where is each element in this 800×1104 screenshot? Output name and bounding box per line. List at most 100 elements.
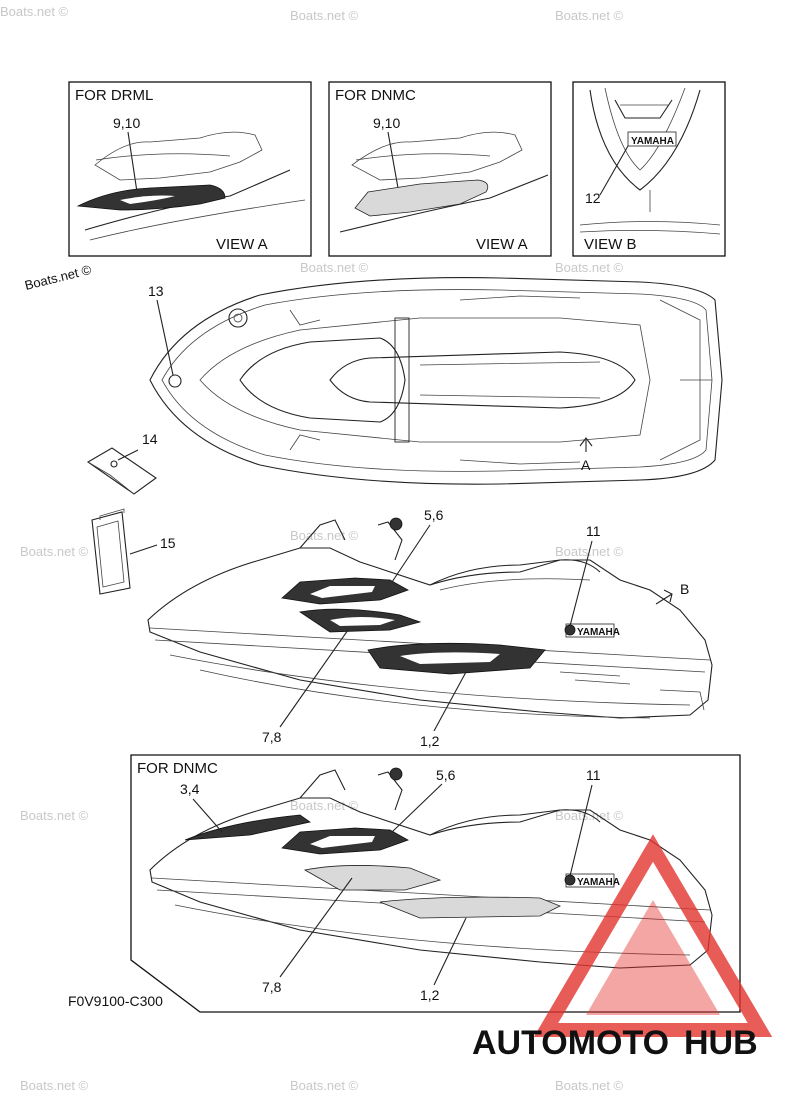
deck-detail bbox=[289, 309, 321, 451]
yamaha-badge: YAMAHA bbox=[631, 136, 674, 147]
inset-frame bbox=[68, 81, 312, 257]
yamaha-badge: YAMAHA bbox=[577, 627, 620, 638]
inset-frame bbox=[130, 754, 741, 1013]
windshield bbox=[299, 769, 346, 799]
callout-5-6: 5,6 bbox=[424, 507, 444, 523]
callout-leader bbox=[156, 299, 174, 376]
vent-lines bbox=[559, 671, 631, 685]
handlebar-area bbox=[239, 337, 406, 423]
brand-logo bbox=[533, 834, 773, 1037]
item-15-card: 15 bbox=[91, 508, 176, 595]
hull-line bbox=[174, 904, 691, 956]
decal-5-6-logo bbox=[310, 836, 375, 848]
watermark: Boats.net © bbox=[290, 1078, 359, 1093]
seat-seams bbox=[419, 361, 601, 399]
yamaha-badge: YAMAHA bbox=[577, 877, 620, 888]
view-label: VIEW A bbox=[476, 236, 528, 253]
decal-5-6-logo bbox=[310, 586, 375, 598]
decal-1-2 bbox=[379, 896, 561, 919]
callout-leader bbox=[433, 671, 467, 732]
callout-1-2: 1,2 bbox=[420, 987, 440, 1003]
seat-seam bbox=[439, 578, 591, 591]
watermark: Boats.net © bbox=[290, 798, 359, 813]
bow-eye bbox=[168, 374, 182, 388]
callout-leader bbox=[391, 524, 431, 583]
callout-leader bbox=[117, 449, 139, 461]
callout-11: 11 bbox=[586, 767, 601, 783]
hull-line bbox=[89, 199, 306, 241]
watermark: Boats.net © bbox=[20, 1078, 89, 1093]
inset-for-drml: FOR DRML 9,10 VIEW A bbox=[68, 81, 312, 257]
callout-leader bbox=[279, 877, 353, 978]
pouch-flap bbox=[87, 461, 135, 495]
card-outline bbox=[91, 511, 131, 595]
watermark-rotated: Boats.net © bbox=[23, 262, 93, 293]
decal-highlight bbox=[120, 195, 175, 204]
callout-leader bbox=[127, 131, 138, 193]
craft-body bbox=[147, 547, 713, 719]
yamaha-emblem bbox=[564, 624, 576, 636]
seat-line bbox=[95, 153, 231, 161]
watermark: Boats.net © bbox=[300, 260, 369, 275]
watermark: Boats.net © bbox=[0, 4, 69, 19]
watermark: Boats.net © bbox=[555, 1078, 624, 1093]
bow-outline bbox=[589, 89, 701, 191]
brand-triangle-inner-icon bbox=[586, 900, 720, 1015]
view-label: VIEW A bbox=[216, 236, 268, 253]
brand-text-hub: HUB bbox=[684, 1024, 758, 1062]
hull-outline bbox=[149, 277, 723, 485]
callout-leader bbox=[129, 544, 158, 555]
side-view-craft: YAMAHA 5,6 11 7,8 1,2 B bbox=[147, 507, 713, 749]
mirror-knob bbox=[389, 767, 403, 781]
badge-frame bbox=[627, 131, 677, 147]
callout-leader bbox=[569, 784, 593, 877]
view-label: VIEW B bbox=[584, 236, 637, 253]
watermark: Boats.net © bbox=[555, 8, 624, 23]
callout-3-4: 3,4 bbox=[180, 781, 200, 797]
decal-3-4 bbox=[184, 814, 311, 841]
callout-14: 14 bbox=[142, 431, 158, 447]
bow-outline bbox=[604, 87, 686, 171]
inset-title: FOR DNMC bbox=[335, 87, 416, 104]
callout-leader bbox=[391, 783, 443, 833]
mirror-knob bbox=[389, 517, 403, 531]
decal-graphic bbox=[354, 179, 489, 217]
seat-outline bbox=[94, 131, 263, 181]
brand-text-automoto: AUTOMOTO bbox=[472, 1024, 669, 1062]
brand-triangle-icon bbox=[533, 834, 773, 1037]
steering-post bbox=[377, 771, 403, 811]
callout-7-8: 7,8 bbox=[262, 729, 282, 745]
hull-line bbox=[339, 174, 549, 233]
arrow-a-icon bbox=[579, 437, 593, 452]
arrow-b-icon bbox=[655, 589, 673, 605]
watermark: Boats.net © bbox=[555, 260, 624, 275]
callout-1-2: 1,2 bbox=[420, 733, 440, 749]
pouch-outline bbox=[86, 447, 157, 495]
bow-hatch bbox=[614, 99, 673, 119]
hull-line bbox=[169, 654, 691, 706]
seat-profile bbox=[429, 559, 601, 586]
windshield bbox=[299, 519, 346, 549]
water-line bbox=[579, 230, 721, 235]
seat-outline bbox=[351, 131, 523, 181]
decal-7-8 bbox=[303, 865, 442, 891]
callout-5-6: 5,6 bbox=[436, 767, 456, 783]
handlebar bbox=[394, 317, 410, 443]
callout-13: 13 bbox=[148, 283, 164, 299]
diagram-code: F0V9100-C300 bbox=[68, 993, 163, 1009]
inset-view-b: YAMAHA 12 VIEW B bbox=[572, 81, 726, 257]
watermark: Boats.net © bbox=[555, 808, 624, 823]
mirror bbox=[228, 308, 248, 328]
callout-11: 11 bbox=[586, 523, 601, 539]
steering-post bbox=[377, 521, 403, 561]
mirror-inner bbox=[233, 313, 243, 323]
watermark: Boats.net © bbox=[290, 528, 359, 543]
inset-frame bbox=[328, 81, 552, 257]
callout-leader bbox=[569, 540, 593, 627]
yamaha-emblem bbox=[564, 874, 576, 886]
callout-leader bbox=[387, 131, 399, 189]
deck-outline bbox=[199, 317, 651, 443]
arrow-b-label: B bbox=[680, 581, 689, 597]
card-top bbox=[99, 508, 125, 520]
